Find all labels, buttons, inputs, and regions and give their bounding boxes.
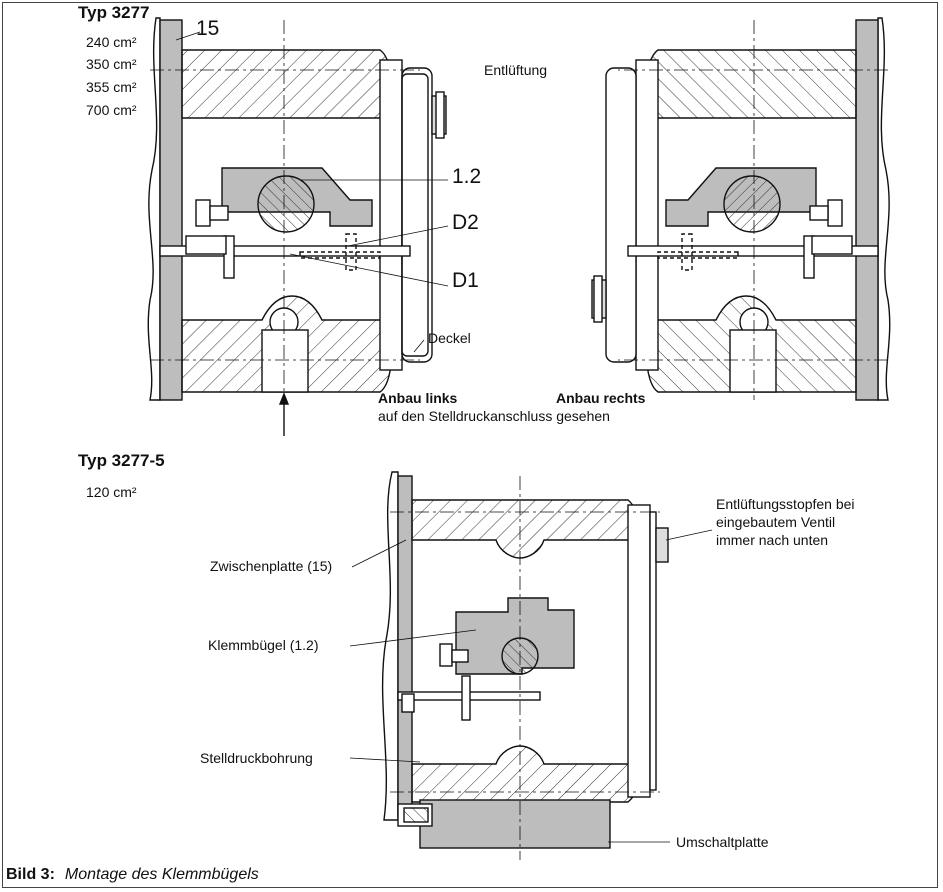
clamp-number-label: 1.2 (452, 165, 482, 188)
caption-text: Montage des Klemmbügels (64, 866, 259, 883)
clamp-label: Klemmbügel (1.2) (208, 637, 319, 653)
vent-plug-line2: eingebautem Ventil (716, 514, 836, 530)
area-350: 350 cm² (86, 56, 137, 72)
vent-label: Entlüftung (484, 62, 548, 78)
vent-plug-line1: Entlüftungsstopfen bei (716, 496, 855, 512)
top-right-assembly (591, 17, 891, 401)
area-120: 120 cm² (86, 484, 137, 500)
area-700: 700 cm² (86, 102, 137, 118)
viewed-note: auf den Stelldruckanschluss gesehen (378, 408, 610, 424)
top-left-assembly (147, 17, 449, 436)
area-240: 240 cm² (86, 34, 137, 50)
type-3277-label: Typ 3277 (78, 3, 150, 22)
bore-label: Stelldruckbohrung (200, 750, 313, 766)
d1-label: D1 (452, 269, 479, 292)
figure-caption: Bild 3: Montage des Klemmbügels (6, 866, 259, 884)
d2-label: D2 (452, 211, 479, 234)
mount-left-label: Anbau links (378, 390, 458, 406)
vent-plug-line3: immer nach unten (716, 532, 829, 548)
area-355: 355 cm² (86, 79, 137, 95)
cover-label: Deckel (428, 330, 471, 346)
bottom-assembly (349, 471, 713, 860)
type-3277-5-label: Typ 3277-5 (78, 451, 165, 470)
mount-right-label: Anbau rechts (556, 390, 646, 406)
plate-number-label: 15 (196, 17, 220, 40)
switch-plate-label: Umschaltplatte (676, 834, 769, 850)
caption-number: Bild 3: (6, 866, 55, 883)
intermediate-plate-label: Zwischenplatte (15) (210, 558, 333, 574)
